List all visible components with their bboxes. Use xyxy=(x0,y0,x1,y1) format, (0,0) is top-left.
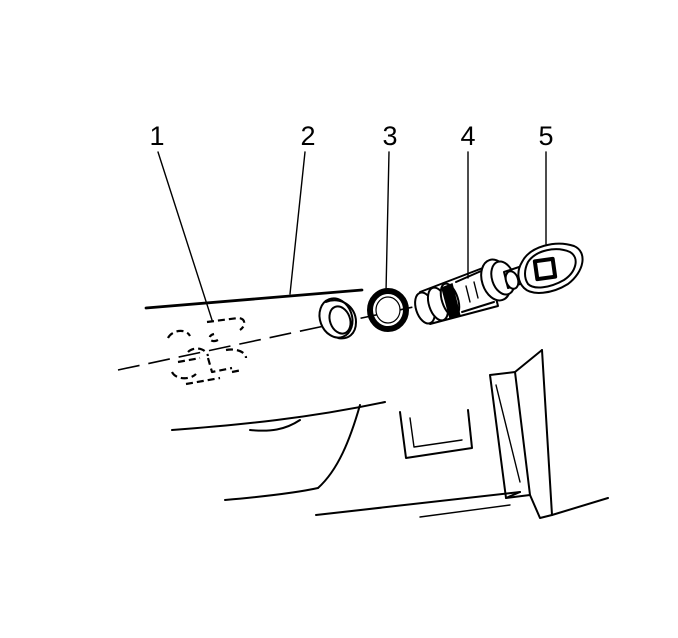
door-handle-ghost-outline xyxy=(167,316,248,386)
callout-number-1: 1 xyxy=(149,121,164,151)
leader-line-1 xyxy=(157,151,213,321)
leader-line-3 xyxy=(385,151,390,293)
callout-leader-lines xyxy=(157,151,547,321)
callout-numbers: 1 2 3 4 5 xyxy=(149,121,553,151)
key-head xyxy=(517,242,584,294)
callout-number-5: 5 xyxy=(538,121,553,151)
callout-number-3: 3 xyxy=(382,121,397,151)
vehicle-body-outline xyxy=(144,288,609,519)
callout-number-4: 4 xyxy=(460,121,475,151)
retainer-ring xyxy=(367,288,409,332)
callout-number-2: 2 xyxy=(300,121,315,151)
lock-cylinder-cap xyxy=(318,297,357,340)
leader-line-2 xyxy=(289,151,306,295)
lock-cylinder-body xyxy=(414,258,533,325)
